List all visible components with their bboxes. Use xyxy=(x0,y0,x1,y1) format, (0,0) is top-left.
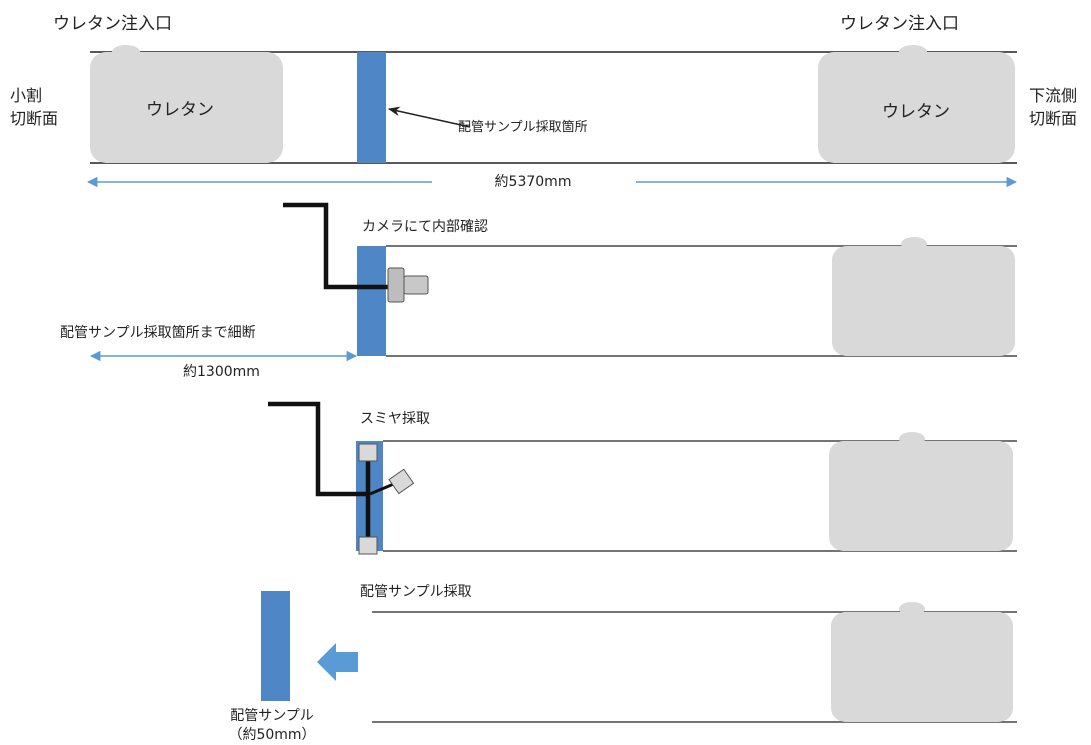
pipe-sample-segment xyxy=(357,246,386,356)
sampling-label: 配管サンプル採取 xyxy=(360,584,472,600)
smear-pad-bottom-icon xyxy=(358,536,378,555)
pipe-sample-label-1: 配管サンプル xyxy=(230,708,314,724)
extract-arrow-icon xyxy=(317,643,358,681)
cut-length-label: 約1300mm xyxy=(183,364,260,380)
urethane-block-left: ウレタン xyxy=(90,45,283,163)
step2-group: カメラにて内部確認 配管サンプル採取箇所まで細断 約1300mm xyxy=(60,202,1017,380)
urethane-block-right: ウレタン xyxy=(818,45,1015,163)
urethane-right-label: ウレタン xyxy=(882,102,950,122)
step1-group: ウレタン注入口 ウレタン注入口 ウレタン ウレタン 小割 切断面 下流側 切断面… xyxy=(10,14,1077,190)
urethane-block xyxy=(832,237,1015,356)
smear-pad-side-icon xyxy=(388,468,415,495)
urethane-block xyxy=(829,432,1013,551)
pipe-sample-label-2: （約50mm） xyxy=(228,727,315,743)
camera-label: カメラにて内部確認 xyxy=(362,219,488,235)
right-end-label-2: 切断面 xyxy=(1029,109,1077,128)
urethane-left-label: ウレタン xyxy=(146,100,214,120)
right-end-label-1: 下流側 xyxy=(1029,86,1077,105)
length-label: 約5370mm xyxy=(495,174,572,190)
pipe-sample-piece xyxy=(261,591,290,701)
step3-group: スミヤ採取 xyxy=(268,401,1017,555)
left-end-label-1: 小割 xyxy=(10,86,42,105)
cut-label: 配管サンプル採取箇所まで細断 xyxy=(60,324,256,341)
inlet-left-label: ウレタン注入口 xyxy=(53,14,172,34)
inlet-right-label: ウレタン注入口 xyxy=(840,14,959,34)
sample-location-pointer xyxy=(387,106,471,128)
left-end-label-2: 切断面 xyxy=(10,109,58,128)
step4-group: 配管サンプル採取 配管サンプル （約50mm） xyxy=(228,584,1017,743)
camera-icon xyxy=(387,267,429,303)
camera-cable xyxy=(283,202,390,290)
urethane-block xyxy=(831,602,1013,722)
pipe-sample-segment xyxy=(357,52,386,163)
smear-label: スミヤ採取 xyxy=(360,411,430,427)
smear-pad-top-icon xyxy=(358,443,378,462)
smear-tool-link xyxy=(369,481,397,496)
smear-tool-arm xyxy=(268,401,370,497)
sample-location-label: 配管サンプル採取箇所 xyxy=(458,119,588,135)
